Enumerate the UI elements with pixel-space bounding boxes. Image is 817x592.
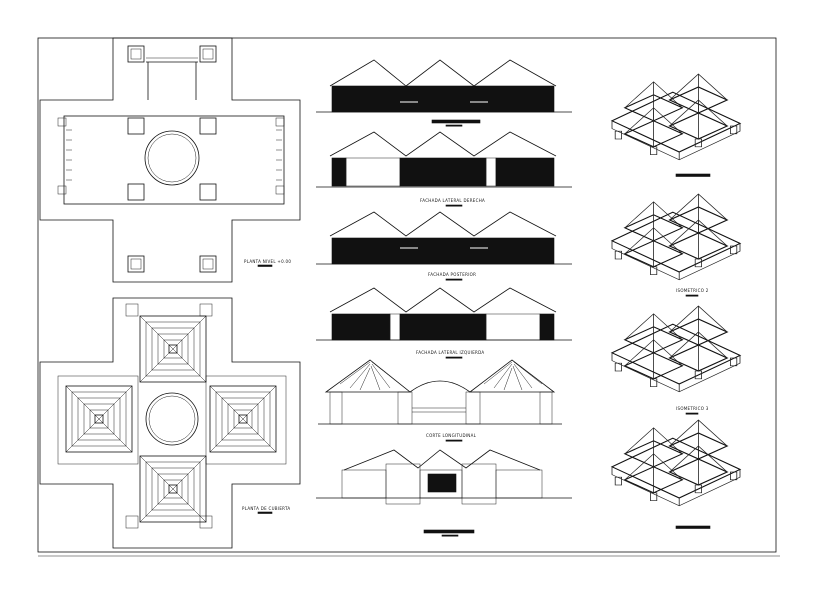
roof-dome-inner: [148, 395, 196, 443]
floor-plan-hall: [63, 115, 285, 205]
roof-corner-tl: [125, 303, 139, 317]
roof-pyramid-left: [65, 385, 133, 453]
floor-plan-furniture-left: [57, 117, 72, 195]
roof-dome-outer: [145, 392, 199, 446]
roof-plan-title: PLANTA DE CUBIERTA: [242, 506, 290, 511]
floor-plan-title-underline: [257, 264, 273, 267]
roof-corner-tr: [199, 303, 213, 317]
floor-plan-dome-outer: [144, 130, 200, 186]
isometric-3: [611, 305, 741, 393]
isometric-3-title: ISOMETRICO 3: [676, 406, 709, 411]
section-roof-right: [468, 359, 556, 393]
elevation-front-title-bar: [431, 119, 481, 124]
elevation-left: FACHADA LATERAL IZQUIERDA: [316, 287, 572, 359]
roof-plan-title-underline: [257, 511, 273, 514]
floor-plan-furniture-right: [275, 117, 285, 195]
roof-outer-right: [205, 375, 287, 465]
roof-plan-outline: [39, 297, 301, 549]
roof-plan: PLANTA DE CUBIERTA: [39, 297, 301, 549]
elevation-entrance-title-bar: [423, 529, 475, 534]
elevation-front: [316, 59, 572, 127]
elevation-right: FACHADA LATERAL DERECHA: [316, 131, 572, 207]
isometric-1-title-bar: [675, 173, 711, 177]
roof-outer-left: [57, 375, 139, 465]
roof-pyramid-top: [139, 315, 207, 383]
isometric-4: [611, 419, 741, 507]
roof-corner-bl: [125, 515, 139, 529]
sheet-border: [37, 37, 777, 553]
isometric-2-title: ISOMETRICO 2: [676, 288, 709, 293]
isometric-4-title-bar: [675, 525, 711, 529]
floor-plan-outline: [39, 37, 301, 283]
facade-left-title: FACHADA LATERAL IZQUIERDA: [416, 350, 484, 355]
section-longitudinal: CORTE LONGITUDINAL: [318, 359, 562, 442]
facade-right-title: FACHADA LATERAL DERECHA: [420, 198, 485, 203]
elevation-rear: FACHADA POSTERIOR: [316, 211, 572, 281]
facade-rear-title: FACHADA POSTERIOR: [428, 272, 476, 277]
floor-plan-walls: [146, 57, 198, 100]
floor-plan-columns: [127, 45, 217, 273]
section-title: CORTE LONGITUDINAL: [426, 433, 477, 438]
isometric-1: [611, 73, 741, 161]
section-roof-left: [324, 359, 412, 393]
elevation-entrance: [316, 449, 572, 537]
floor-plan-title: PLANTA NIVEL +0.00: [244, 259, 291, 264]
floor-plan: PLANTA NIVEL +0.00: [39, 37, 301, 283]
roof-pyramid-right: [209, 385, 277, 453]
floor-plan-dome-inner: [147, 133, 197, 183]
roof-pyramid-bottom: [139, 455, 207, 523]
isometric-2: [611, 193, 741, 281]
